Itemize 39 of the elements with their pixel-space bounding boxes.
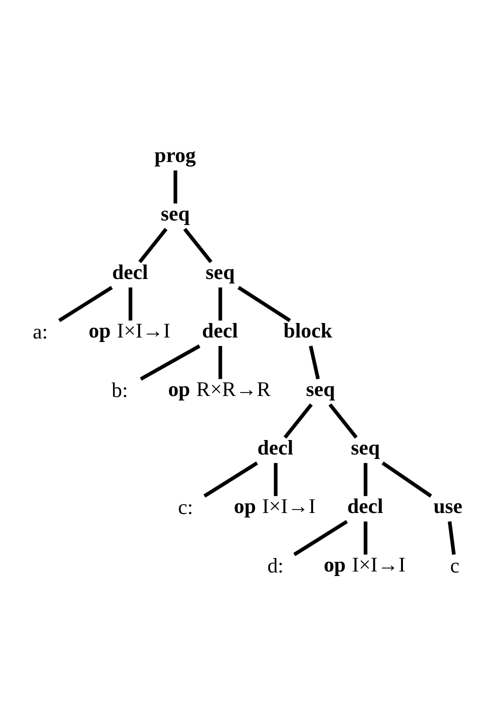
connector: [203, 461, 258, 498]
connector: [284, 403, 313, 439]
node-text: prog: [154, 142, 196, 167]
node-text: block: [284, 318, 332, 342]
node-text: d:: [267, 554, 284, 578]
node-text: decl: [347, 494, 384, 518]
node-text: seq: [350, 435, 380, 460]
connector: [448, 521, 456, 555]
connector: [183, 228, 212, 264]
node-text: seq: [306, 376, 335, 401]
node-text: a:: [32, 319, 48, 344]
node-text: op I×I→I: [88, 318, 170, 342]
connector: [138, 228, 168, 264]
node-text: seq: [160, 201, 190, 226]
connector: [218, 346, 222, 380]
node-text: c: [450, 554, 460, 578]
node-text: c:: [178, 495, 194, 519]
connector: [274, 463, 278, 496]
connector: [328, 403, 358, 439]
node-text: b:: [112, 378, 128, 402]
node-text: seq: [206, 260, 235, 284]
connector: [308, 346, 320, 380]
connector: [174, 170, 178, 204]
connector: [364, 522, 368, 555]
connector: [238, 286, 291, 322]
node-text: decl: [257, 435, 294, 460]
connector: [128, 287, 132, 321]
connector: [140, 344, 200, 381]
connector: [58, 286, 113, 322]
connector: [382, 462, 432, 498]
connector: [293, 520, 348, 556]
node-text: decl: [112, 260, 148, 284]
node-text: op I×I→I: [324, 552, 406, 576]
connector: [218, 287, 222, 321]
node-text: decl: [202, 318, 238, 342]
node-text: op R×R→R: [168, 376, 271, 401]
node-text: use: [433, 494, 462, 518]
node-text: op I×I→I: [234, 494, 316, 518]
connector: [364, 463, 368, 496]
